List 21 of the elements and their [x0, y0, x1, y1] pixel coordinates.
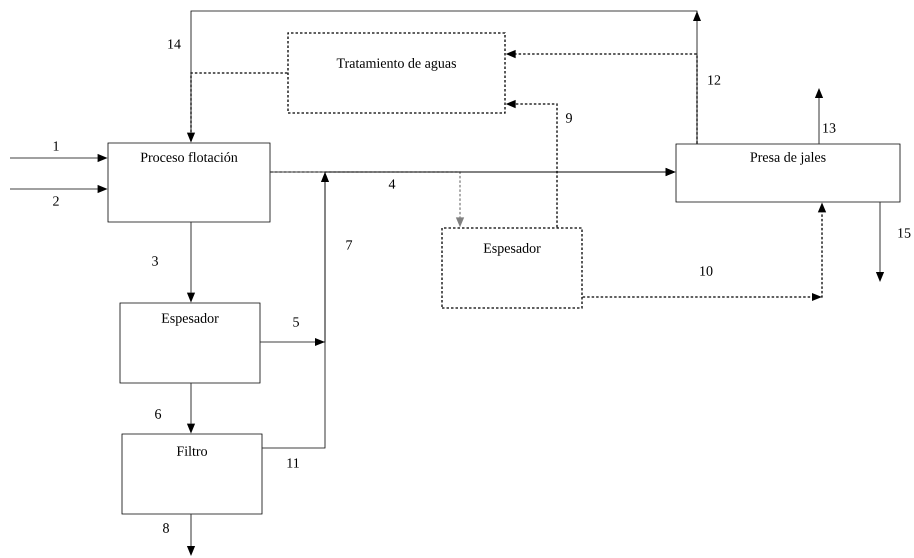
process-box: Espesador [120, 302, 260, 384]
process-box: Filtro [122, 434, 262, 514]
edge-label: 10 [700, 266, 712, 276]
edge-label: 3 [152, 256, 158, 266]
stream-number: 7 [346, 240, 352, 250]
process-box: Tratamiento de aguas [287, 32, 506, 114]
edge-label: 2 [53, 196, 59, 206]
edge-label: 4 [388, 179, 396, 189]
edge-label: 15 [898, 228, 910, 238]
stream-number: 12 [708, 75, 720, 85]
process-box: Presa de jales [676, 144, 900, 202]
edge-label: 13 [823, 123, 836, 133]
process-box: Proceso flotación [108, 142, 270, 222]
process-box: Espesador [441, 227, 583, 309]
edge-label: 11 [287, 458, 299, 468]
edge-label: 14 [168, 39, 181, 49]
edge-label: 9 [566, 113, 572, 123]
edge-label: 8 [163, 523, 169, 533]
edge-label: 5 [293, 317, 299, 327]
edge-label: 6 [155, 409, 162, 419]
edge-label: 1 [54, 141, 59, 151]
